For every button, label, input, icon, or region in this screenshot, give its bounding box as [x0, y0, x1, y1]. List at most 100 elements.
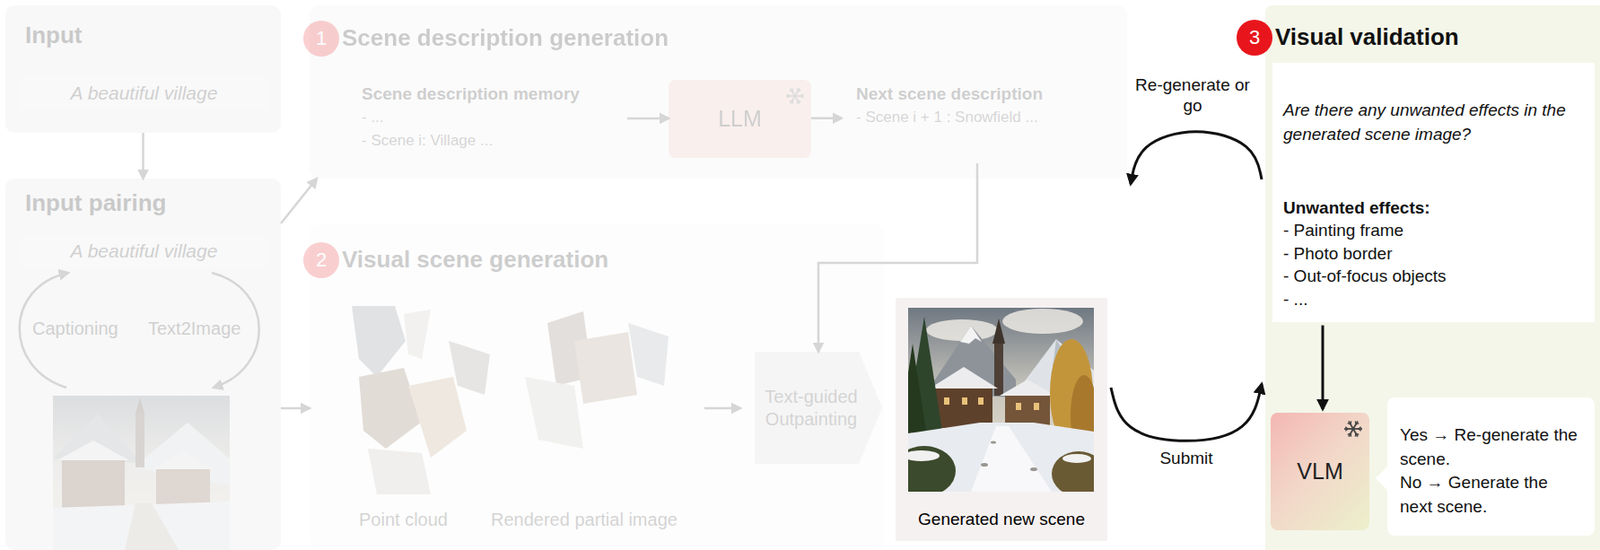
frozen-symbol — [1353, 420, 1358, 429]
node-title: Input pairing — [25, 189, 262, 218]
frozen-symbol — [1355, 433, 1357, 437]
frozen-symbol — [789, 100, 793, 102]
frozen-symbol — [795, 96, 800, 105]
stage-panel: Visual scene generationText-guided Outpa… — [309, 224, 884, 550]
flow-arrow — [627, 117, 669, 121]
generated-scene-image — [926, 319, 998, 341]
edge-label: Submit — [1127, 448, 1245, 470]
vlm-box: VLM — [1270, 412, 1370, 531]
pairing-panel: Input pairingA beautiful village — [5, 178, 281, 550]
frozen-symbol — [1348, 420, 1354, 429]
node-body: - Painting frame — [1283, 218, 1584, 243]
node-body: - Scene i + 1 : Snowfield ... — [856, 105, 1093, 130]
generated-scene-image — [944, 397, 950, 405]
input-panel: Input A beautiful village — [5, 5, 281, 133]
node-body: - Scene i: Village ... — [361, 129, 613, 153]
render-arrow — [704, 408, 741, 410]
pairing-arrows — [19, 272, 260, 388]
frozen-symbol — [1347, 433, 1351, 435]
stage-panel-ground — [309, 224, 884, 550]
node-title: Generated new scene — [918, 509, 1085, 531]
generated-scene-image — [980, 463, 988, 467]
frozen-symbol — [797, 90, 801, 92]
node-title: Input — [25, 21, 262, 50]
point-cloud — [408, 376, 467, 458]
point-cloud — [358, 367, 422, 449]
frozen-symbol — [784, 85, 806, 107]
arrow-label: Text2Image — [148, 318, 241, 340]
flow-arrow — [818, 163, 978, 352]
node-title: A beautiful village — [70, 82, 219, 105]
village-image — [135, 413, 145, 468]
generated-scene-image — [999, 379, 1056, 396]
node-body: - Photo border — [1283, 242, 1584, 266]
memory-box: Scene description memory- ...- Scene i: … — [347, 71, 628, 165]
village-image — [52, 395, 230, 550]
point-cloud — [403, 309, 431, 359]
edge-label: Re-generate or go — [1134, 75, 1251, 117]
node-body: - Out-of-focus objects — [1283, 264, 1584, 289]
node-title: Text-guided Outpainting — [761, 385, 861, 431]
node-body: - ... — [1283, 288, 1584, 312]
outpainting-arrow: Text-guided Outpainting — [754, 351, 883, 464]
image-label: Point cloud — [358, 509, 448, 531]
result-frame: Generated new scene — [895, 297, 1108, 542]
stage-panel: Scene description generationScene descri… — [309, 5, 1128, 179]
generated-scene-image — [892, 307, 1106, 497]
frozen-symbol — [800, 96, 804, 98]
generated-scene-image — [992, 318, 1006, 344]
node-title: Visual scene generation — [341, 245, 852, 274]
frozen-symbol — [1348, 428, 1354, 438]
generated-scene-image — [1062, 454, 1092, 464]
callout-number: 2 — [303, 242, 340, 279]
generated-scene-image — [908, 307, 1094, 492]
arrow-shape — [754, 351, 883, 464]
node-title: Scene description memory — [361, 83, 613, 106]
node-title: Next scene description — [856, 83, 1093, 106]
generated-scene-image — [929, 367, 998, 389]
point-cloud — [351, 306, 406, 377]
frozen-symbol — [1349, 420, 1352, 424]
render-arrow — [704, 407, 741, 411]
frozen-symbol — [795, 95, 805, 97]
prompt-box: A beautiful village — [17, 76, 271, 111]
frozen-symbol — [1342, 418, 1364, 440]
generated-scene-image — [1002, 308, 1084, 334]
arrow-label: Captioning — [32, 318, 119, 340]
node-title: Yes → Re-generate the scene. — [1399, 423, 1583, 472]
node-title: Visual validation — [1275, 23, 1591, 52]
frozen-symbol — [1345, 427, 1348, 429]
flow-arrow — [1130, 131, 1262, 184]
generated-scene-image — [1051, 451, 1094, 492]
village-image — [61, 458, 125, 508]
point-cloud — [367, 448, 431, 495]
flow-arrow — [1110, 384, 1262, 441]
callout-number: 3 — [1236, 19, 1273, 56]
frozen-symbol — [786, 95, 796, 97]
village-image — [52, 501, 230, 550]
village-image — [135, 397, 145, 414]
callout-number: 1 — [303, 20, 340, 57]
image-label: Rendered partial image — [490, 509, 678, 531]
rendered-partial-image — [574, 332, 638, 404]
result-frame-ground — [895, 297, 1108, 542]
generated-scene-image — [970, 426, 1052, 492]
node-title: Scene description generation — [341, 24, 1095, 53]
frozen-symbol — [795, 87, 800, 97]
frozen-symbol — [1355, 423, 1359, 425]
node-body: - ... — [361, 105, 613, 130]
generated-scene-image — [1033, 402, 1040, 411]
flow-arrow — [280, 407, 310, 411]
generated-scene-image — [1005, 393, 1050, 427]
rendered-partial-image — [524, 376, 584, 449]
flow-arrow — [141, 132, 145, 179]
generated-scene-image — [935, 386, 993, 429]
generated-scene-image — [960, 325, 982, 344]
next-scene-box: Next scene description- Scene i + 1 : Sn… — [841, 71, 1108, 164]
frozen-symbol — [796, 100, 799, 104]
pairing-panel-ground — [5, 178, 281, 550]
rendered-partial-image — [628, 323, 669, 386]
generated-scene-image — [1030, 467, 1038, 472]
llm-box: LLM — [668, 79, 812, 158]
frozen-symbol — [1358, 428, 1362, 431]
